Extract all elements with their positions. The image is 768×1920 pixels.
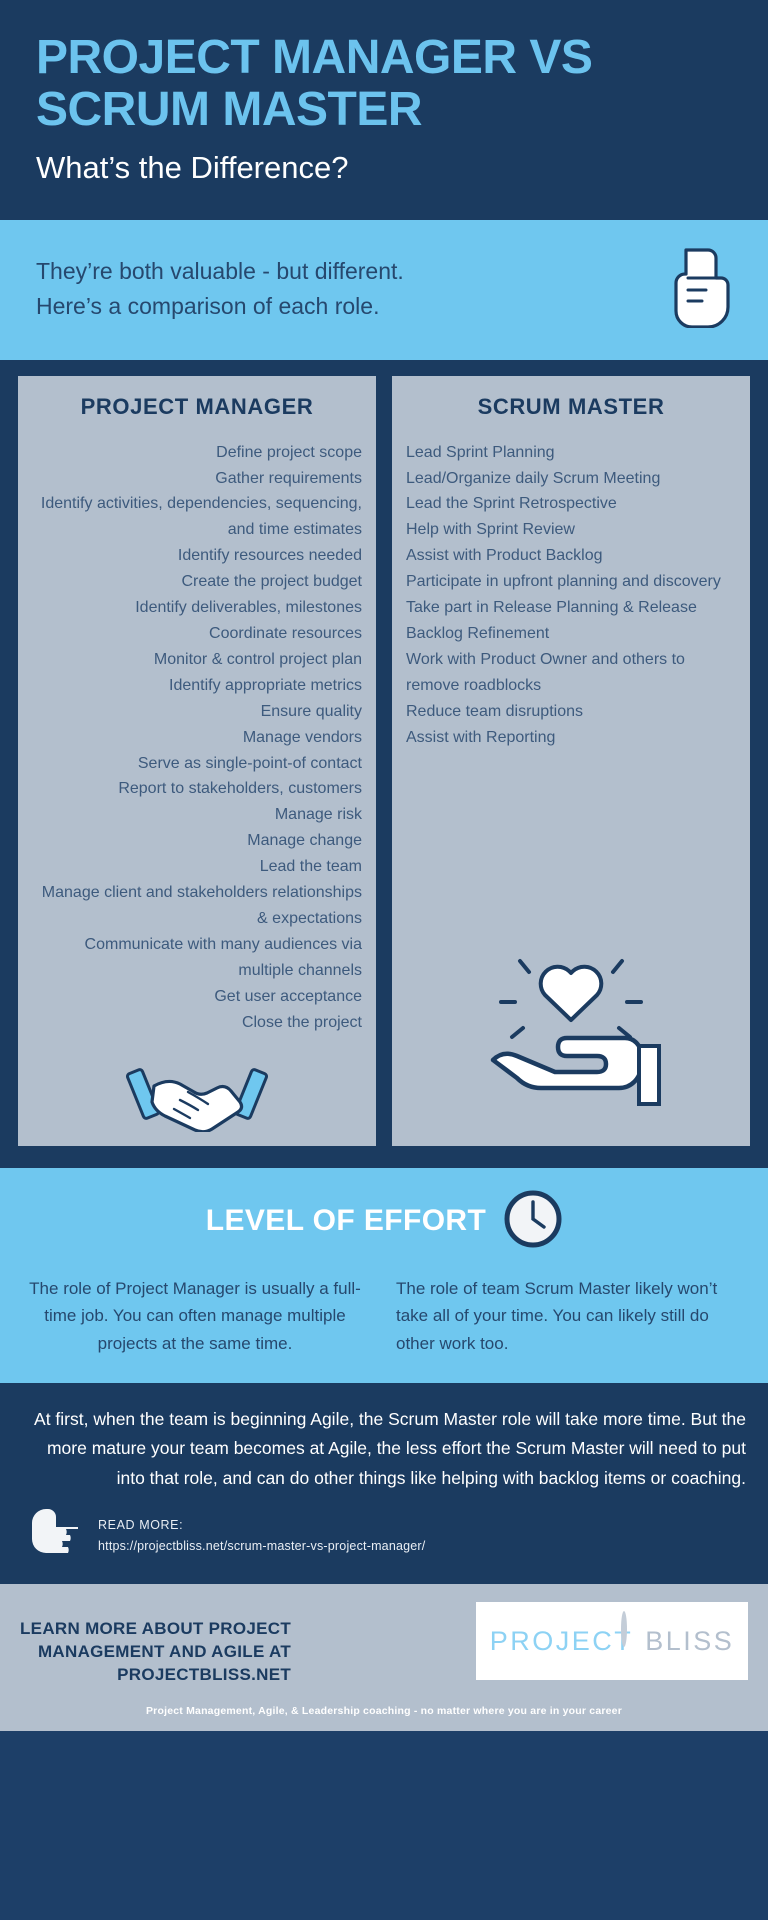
list-item: Communicate with many audiences via mult…: [84, 935, 362, 979]
card-spacer: [406, 751, 736, 936]
list-item: Ensure quality: [260, 702, 362, 720]
page-title: PROJECT MANAGER VS SCRUM MASTER: [36, 31, 593, 136]
footer-section: LEARN MORE ABOUT PROJECT MANAGEMENT AND …: [0, 1584, 768, 1695]
logo-word-project: PROJECT: [489, 1625, 634, 1656]
scrum-master-heading: SCRUM MASTER: [477, 393, 665, 419]
level-of-effort-header: LEVEL OF EFFORT: [18, 1190, 750, 1253]
list-item: Work with Product Owner and others to re…: [406, 650, 685, 694]
level-of-effort-heading: LEVEL OF EFFORT: [205, 1204, 487, 1237]
list-item: Identify activities, dependencies, seque…: [40, 495, 362, 539]
pointing-hand-right-icon: [22, 1507, 82, 1564]
footer-cta-text: LEARN MORE ABOUT PROJECT MANAGEMENT AND …: [20, 1619, 292, 1684]
list-item: Participate in upfront planning and disc…: [406, 573, 721, 591]
read-more-url[interactable]: https://projectbliss.net/scrum-master-vs…: [98, 1539, 426, 1554]
project-manager-list: Define project scope Gather requirements…: [32, 440, 362, 1036]
clock-icon: [504, 1190, 562, 1253]
list-item: Reduce team disruptions: [406, 702, 583, 720]
list-item: Report to stakeholders, customers: [118, 780, 362, 798]
list-item: Assist with Reporting: [406, 728, 556, 746]
list-item: Coordinate resources: [209, 625, 362, 642]
handshake-icon: [32, 1046, 362, 1132]
list-item: Define project scope: [216, 443, 362, 461]
list-item: Create the project budget: [181, 573, 362, 591]
list-item: Manage change: [247, 832, 362, 850]
page-subtitle: What’s the Difference?: [36, 149, 349, 185]
effort-project-manager-text: The role of Project Manager is usually a…: [29, 1278, 361, 1353]
project-manager-card: PROJECT MANAGER Define project scope Gat…: [18, 375, 376, 1146]
project-manager-heading: PROJECT MANAGER: [80, 393, 314, 419]
intro-text: They’re both valuable - but different. H…: [36, 257, 404, 319]
list-item: Gather requirements: [215, 469, 362, 487]
summary-section: At first, when the team is beginning Agi…: [0, 1383, 768, 1585]
header-section: PROJECT MANAGER VS SCRUM MASTER What’s t…: [0, 0, 768, 220]
list-item: Take part in Release Planning & Release …: [406, 599, 697, 642]
heart-in-hand-icon: [406, 936, 736, 1132]
comparison-section: PROJECT MANAGER Define project scope Gat…: [0, 359, 768, 1168]
list-item: Lead Sprint Planning: [406, 443, 555, 461]
project-bliss-logo[interactable]: PROJECT BLISS: [476, 1602, 748, 1681]
read-more-label: READ MORE:: [98, 1518, 184, 1533]
scrum-master-card: SCRUM MASTER Lead Sprint Planning Lead/O…: [392, 375, 750, 1146]
pointing-hand-down-icon: [666, 244, 732, 333]
list-item: Manage vendors: [242, 728, 362, 746]
logo-bliss-text: BLISS: [645, 1625, 735, 1656]
list-item: Manage risk: [274, 806, 362, 824]
list-item: Manage client and stakeholders relations…: [41, 884, 362, 927]
list-item: Get user acceptance: [214, 987, 362, 1005]
intro-banner: They’re both valuable - but different. H…: [0, 219, 768, 360]
tagline-bar: Project Management, Agile, & Leadership …: [0, 1694, 768, 1731]
list-item: Lead the team: [259, 858, 362, 876]
logo-word-bliss: BLISS: [621, 1610, 735, 1657]
list-item: Identify resources needed: [177, 547, 362, 565]
list-item: Identify deliverables, milestones: [135, 599, 362, 617]
summary-paragraph: At first, when the team is beginning Agi…: [34, 1409, 746, 1488]
list-item: Close the project: [241, 1013, 362, 1031]
scrum-master-list: Lead Sprint Planning Lead/Organize daily…: [406, 440, 736, 751]
card-spacer: [32, 1036, 362, 1046]
level-of-effort-section: LEVEL OF EFFORT The role of Project Mana…: [0, 1167, 768, 1384]
level-of-effort-columns: The role of Project Manager is usually a…: [18, 1275, 750, 1358]
list-item: Lead/Organize daily Scrum Meeting: [406, 469, 661, 487]
footer-tagline: Project Management, Agile, & Leadership …: [145, 1704, 623, 1717]
effort-scrum-master-text: The role of team Scrum Master likely won…: [396, 1278, 718, 1353]
list-item: Assist with Product Backlog: [406, 547, 603, 565]
list-item: Help with Sprint Review: [406, 521, 575, 539]
read-more-text: READ MORE: https://projectbliss.net/scru…: [98, 1518, 425, 1553]
list-item: Lead the Sprint Retrospective: [406, 495, 617, 513]
list-item: Identify appropriate metrics: [169, 676, 362, 694]
list-item: Serve as single-point-of contact: [137, 754, 362, 772]
list-item: Monitor & control project plan: [153, 650, 362, 668]
read-more-block[interactable]: READ MORE: https://projectbliss.net/scru…: [22, 1507, 746, 1568]
